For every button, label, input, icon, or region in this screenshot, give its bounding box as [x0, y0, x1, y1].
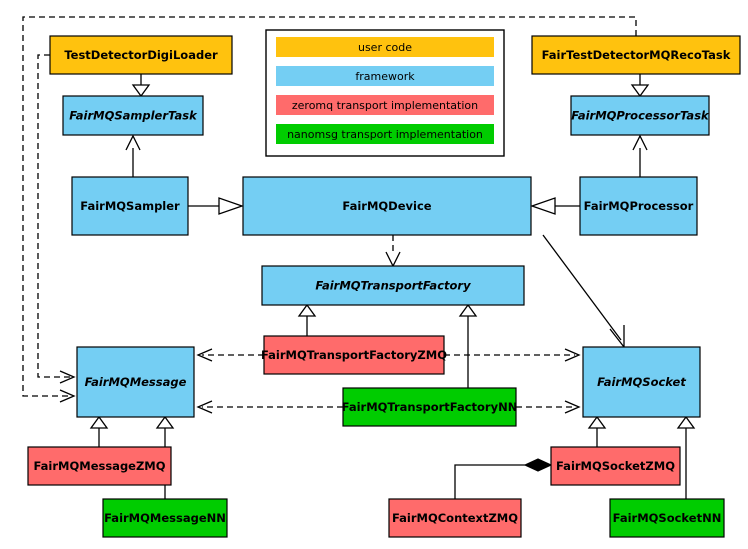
diamond-contextzmq-to-socketzmq — [523, 458, 553, 472]
class-box-FairMQSocket[interactable] — [582, 346, 701, 418]
arrowhead-processor-to-device — [530, 197, 556, 215]
legend-label-nanomsg: nanomsg transport implementation — [287, 128, 483, 141]
class-node-FairMQContextZMQ[interactable]: FairMQContextZMQ — [388, 498, 522, 538]
class-box-FairMQTransportFactoryZMQ[interactable] — [263, 335, 445, 375]
class-box-FairMQSamplerTask[interactable] — [62, 95, 204, 136]
arrowhead-digiloader-to-message — [59, 370, 76, 384]
edge-device-to-socket — [542, 234, 622, 341]
class-node-FairMQProcessor[interactable]: FairMQProcessor — [579, 176, 698, 236]
legend-label-user-code: user code — [358, 41, 412, 54]
class-box-FairMQSocketNN[interactable] — [609, 498, 725, 538]
arrowhead-socketzmq-to-socket — [587, 415, 607, 429]
class-name-FairMQMessageZMQ: FairMQMessageZMQ — [33, 459, 165, 473]
arrowhead-messagezmq-to-message — [89, 415, 109, 429]
arrowhead-messagenn-to-message — [155, 415, 175, 429]
class-box-FairMQMessageNN[interactable] — [102, 498, 228, 538]
arrowhead-sampler-to-samplertask — [125, 134, 141, 151]
arrowhead-factorynn-to-factory — [458, 303, 478, 317]
legend-label-framework: framework — [355, 70, 415, 83]
class-box-FairMQMessage[interactable] — [76, 346, 195, 418]
class-node-FairMQTransportFactory[interactable]: FairMQTransportFactory — [261, 265, 525, 306]
class-box-FairMQContextZMQ[interactable] — [388, 498, 522, 538]
class-node-FairMQSocketNN[interactable]: FairMQSocketNN — [609, 498, 725, 538]
node-layer: TestDetectorDigiLoader FairTestDetectorMQ… — [27, 35, 741, 538]
class-node-FairMQTransportFactoryNN[interactable]: FairMQTransportFactoryNN — [342, 387, 518, 427]
arrowhead-recotask-to-message — [59, 389, 76, 403]
class-node-FairTestDetectorMQRecoTask[interactable]: FairTestDetectorMQRecoTask — [531, 35, 741, 75]
arrowhead-sampler-to-device — [218, 197, 244, 215]
class-node-FairMQMessage[interactable]: FairMQMessage — [76, 346, 195, 418]
legend-label-zeromq: zeromq transport implementation — [292, 99, 478, 112]
class-box-FairMQSocketZMQ[interactable] — [550, 446, 681, 486]
class-node-TestDetectorDigiLoader[interactable]: TestDetectorDigiLoader — [49, 35, 233, 75]
edge-digiloader-to-message — [37, 54, 70, 378]
arrowhead-factoryzmq-to-socket — [564, 348, 581, 362]
class-node-FairMQSocket[interactable]: FairMQSocket — [582, 346, 701, 418]
class-name-FairMQSamplerTask: FairMQSamplerTask — [69, 109, 198, 123]
legend-swatch-framework — [276, 66, 494, 86]
class-name-FairMQDevice: FairMQDevice — [342, 199, 431, 213]
class-box-FairMQProcessorTask[interactable] — [570, 95, 710, 136]
class-name-FairTestDetectorMQRecoTask: FairTestDetectorMQRecoTask — [542, 48, 731, 62]
legend-swatch-nanomsg — [276, 124, 494, 144]
arrowhead-factorynn-to-socket — [564, 400, 581, 414]
arrowhead-device-to-transportfactory — [385, 251, 401, 268]
class-node-FairMQSamplerTask[interactable]: FairMQSamplerTask — [62, 95, 204, 136]
class-node-FairMQMessageZMQ[interactable]: FairMQMessageZMQ — [27, 446, 172, 486]
class-name-FairMQSampler: FairMQSampler — [80, 199, 180, 213]
class-box-FairMQSampler[interactable] — [71, 176, 189, 236]
class-box-FairMQProcessor[interactable] — [579, 176, 698, 236]
class-name-FairMQMessage: FairMQMessage — [85, 375, 187, 389]
class-name-FairMQTransportFactory: FairMQTransportFactory — [315, 279, 471, 293]
class-box-FairTestDetectorMQRecoTask[interactable] — [531, 35, 741, 75]
arrowhead-socketnn-to-socket — [676, 415, 696, 429]
class-node-FairMQSampler[interactable]: FairMQSampler — [71, 176, 189, 236]
arrowhead-digiloader-to-samplertask — [131, 84, 151, 98]
class-node-FairMQDevice[interactable]: FairMQDevice — [242, 176, 532, 236]
class-name-FairMQTransportFactoryZMQ: FairMQTransportFactoryZMQ — [261, 348, 447, 362]
class-node-FairMQProcessorTask[interactable]: FairMQProcessorTask — [570, 95, 710, 136]
arrowhead-factoryzmq-to-factory — [297, 303, 317, 317]
class-box-FairMQMessageZMQ[interactable] — [27, 446, 172, 486]
class-box-FairMQTransportFactory[interactable] — [261, 265, 525, 306]
class-node-FairMQSocketZMQ[interactable]: FairMQSocketZMQ — [550, 446, 681, 486]
arrowhead-factorynn-to-message — [196, 400, 213, 414]
legend: user code framework zeromq transport imp… — [265, 29, 505, 157]
arrowhead-recotask-to-processortask — [630, 84, 650, 98]
class-name-FairMQProcessor: FairMQProcessor — [584, 199, 694, 213]
class-box-FairMQTransportFactoryNN[interactable] — [342, 387, 517, 427]
arrowhead-factoryzmq-to-message — [196, 348, 213, 362]
class-node-FairMQMessageNN[interactable]: FairMQMessageNN — [102, 498, 228, 538]
class-box-FairMQDevice[interactable] — [242, 176, 532, 236]
class-name-FairMQContextZMQ: FairMQContextZMQ — [392, 511, 518, 525]
class-box-TestDetectorDigiLoader[interactable] — [49, 35, 233, 75]
legend-swatch-zeromq — [276, 95, 494, 115]
legend-swatch-user-code — [276, 37, 494, 57]
class-name-FairMQSocketZMQ: FairMQSocketZMQ — [556, 459, 675, 473]
class-name-FairMQSocketNN: FairMQSocketNN — [613, 511, 722, 525]
edge-recotask-to-message — [22, 16, 637, 397]
class-name-FairMQProcessorTask: FairMQProcessorTask — [571, 109, 710, 123]
edge-contextzmq-to-socketzmq — [454, 464, 525, 499]
class-name-FairMQSocket: FairMQSocket — [597, 375, 686, 389]
class-name-FairMQTransportFactoryNN: FairMQTransportFactoryNN — [342, 400, 518, 414]
class-name-TestDetectorDigiLoader: TestDetectorDigiLoader — [64, 48, 218, 62]
class-name-FairMQMessageNN: FairMQMessageNN — [104, 511, 226, 525]
class-node-FairMQTransportFactoryZMQ[interactable]: FairMQTransportFactoryZMQ — [261, 335, 447, 375]
arrowhead-processor-to-processortask — [632, 134, 648, 151]
